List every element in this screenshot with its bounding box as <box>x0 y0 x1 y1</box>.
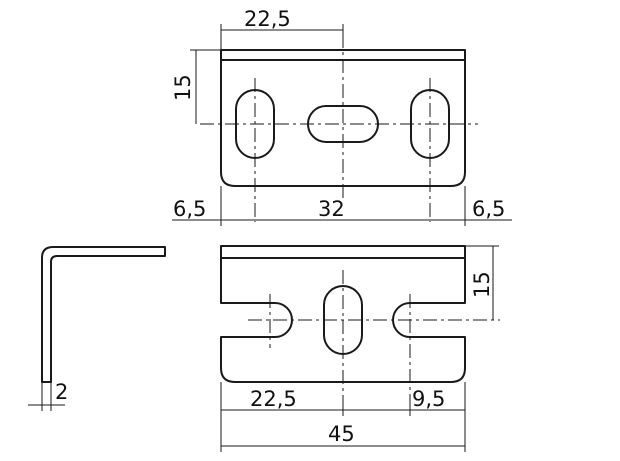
top-dimensions: 22,5 15 6,5 32 6,5 <box>171 7 512 226</box>
dim-bottom-height: 15 <box>470 271 494 298</box>
dim-top-width-half: 22,5 <box>244 7 291 31</box>
dim-left-margin: 6,5 <box>173 197 206 221</box>
bottom-view <box>220 245 500 396</box>
dim-top-height: 15 <box>171 74 195 101</box>
dim-thickness: 2 <box>55 380 68 404</box>
side-profile-l-shape <box>41 246 166 383</box>
top-view <box>200 34 478 222</box>
dim-total-width: 45 <box>328 422 355 446</box>
bottom-dimensions: 15 22,5 9,5 45 <box>220 245 499 452</box>
dim-right-margin: 6,5 <box>472 197 505 221</box>
dim-notch-offset: 9,5 <box>412 387 445 411</box>
top-plate-outline <box>220 49 466 187</box>
thickness-dimension: 2 <box>28 380 68 411</box>
dim-bottom-half: 22,5 <box>250 387 297 411</box>
dim-slot-spacing: 32 <box>318 197 345 221</box>
